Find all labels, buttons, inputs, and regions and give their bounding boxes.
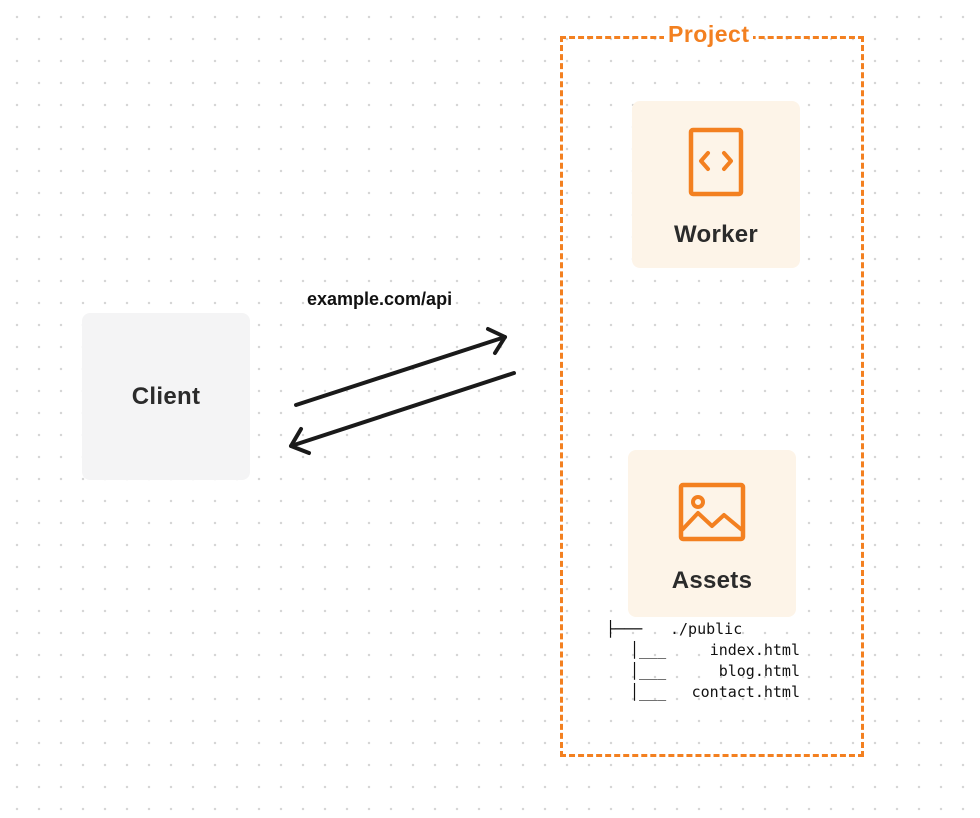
image-icon [678, 482, 746, 542]
client-node[interactable]: Client [82, 313, 250, 480]
tree-file-name: index.html [709, 641, 800, 659]
tree-file-name: blog.html [718, 662, 800, 680]
assets-label: Assets [671, 567, 753, 594]
client-label: Client [131, 382, 201, 410]
worker-label: Worker [673, 221, 759, 248]
assets-node[interactable]: Assets [628, 450, 796, 617]
tree-file-name: contact.html [691, 683, 800, 701]
tree-branch-glyph: │___ [630, 641, 667, 659]
response-arrow [289, 371, 516, 448]
tree-branch-glyph: │___ [630, 662, 667, 680]
file-tree-item: │___ index.html [606, 641, 802, 662]
file-tree-root: ├─── ./public [606, 620, 802, 641]
file-tree: ├─── ./public │___ index.html │___ blog.… [606, 620, 802, 706]
project-label: Project [664, 20, 754, 48]
tree-branch-glyph: │___ [630, 683, 667, 701]
route-label: example.com/api [307, 289, 453, 309]
request-arrowhead [486, 327, 507, 355]
code-file-icon [688, 127, 744, 197]
tree-folder-name: ./public [670, 620, 743, 638]
tree-branch-glyph: ├─── [606, 620, 643, 638]
response-arrowhead [289, 427, 311, 455]
file-tree-item: │___ blog.html [606, 662, 802, 683]
file-tree-item: │___ contact.html [606, 683, 802, 704]
request-arrow [294, 335, 507, 407]
worker-node[interactable]: Worker [632, 101, 800, 268]
